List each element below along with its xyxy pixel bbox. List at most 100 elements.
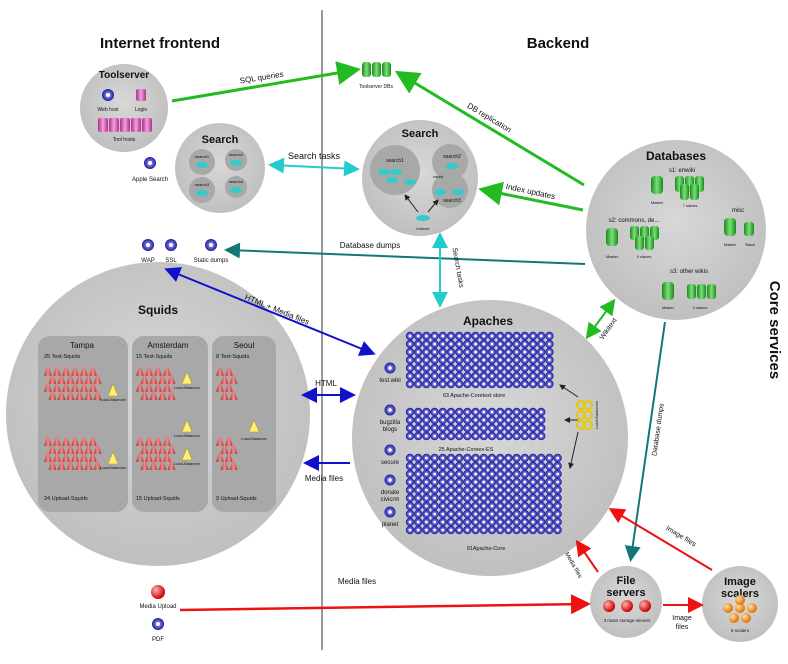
web-host-icon	[102, 89, 114, 101]
amsterdam-lb-icons	[181, 371, 193, 461]
arrow-html-media	[164, 267, 376, 356]
service-4-label: planet	[382, 522, 399, 528]
back-search3-label: search3	[443, 198, 461, 204]
toolserver-dbs-label: Toolserver DBs	[359, 84, 393, 90]
static-dumps-label: Static dumps	[194, 258, 229, 264]
db-s3-label: s3: other wikis	[670, 269, 708, 275]
tampa-lb-icons	[107, 383, 119, 465]
image-scalers-title-line2: scalers	[721, 588, 759, 600]
apaches-group: Apaches 63 Apache-Coretext store 25 Apac…	[352, 300, 628, 576]
amsterdam-text-squids: 15 Text-Squids	[136, 354, 173, 360]
heading-core-services: Core services	[766, 281, 783, 379]
service-1-icon	[384, 404, 396, 416]
label-database-dumps: Database dumps	[340, 241, 400, 250]
front-search3-label: search3	[195, 182, 210, 187]
arrow-database-dumps-down	[624, 321, 666, 562]
arrow-wikitext	[585, 298, 616, 340]
db-s2-master-label: Master	[606, 254, 619, 259]
service-4-icon	[384, 506, 396, 518]
db-s1-slaves-label: 7 slaves	[683, 203, 698, 208]
apache-core-discs	[405, 453, 562, 535]
frontend-search-title: Search	[202, 134, 239, 146]
service-0-label: test.wiki	[379, 378, 400, 384]
label-search-tasks: Search tasks	[288, 151, 341, 161]
toolserver-title: Toolserver	[99, 70, 149, 81]
arrow-media-upload	[179, 594, 591, 615]
db-s3-master-label: Master	[662, 305, 675, 310]
heading-backend: Backend	[527, 35, 590, 52]
tool-hosts-icon	[98, 118, 152, 132]
db-s1-label: s1: enwiki	[669, 168, 695, 174]
apache-es-discs	[405, 407, 546, 441]
apple-search-label: Apple Search	[132, 177, 168, 183]
db-s2-label: s2: commons, de...	[609, 218, 660, 224]
scaler-3-icon	[729, 613, 739, 623]
apache-coretext-discs	[405, 331, 554, 389]
db-s2-slaves-label: 5 slaves	[637, 254, 652, 259]
arrow-db-replication	[394, 70, 585, 187]
tampa-upload-squids: 24 Upload-Squids	[44, 496, 88, 502]
apaches-title: Apaches	[463, 314, 513, 328]
databases-title: Databases	[646, 149, 706, 163]
label-media-upload: Media files	[338, 577, 376, 586]
seoul-name: Seoul	[234, 341, 255, 350]
amsterdam-lb-2: Load-Balancer	[174, 433, 201, 438]
seoul-text-squids: 8 Text-Squids	[216, 354, 249, 360]
front-search1-label: search1	[195, 154, 210, 159]
arrow-sql-queries	[171, 61, 361, 103]
db-s3-slaves-label: 3 slaves	[693, 305, 708, 310]
scalers-sub: 6 scalers	[731, 628, 750, 633]
scaler-5-icon	[735, 595, 745, 605]
indexer-label: Indexer	[416, 226, 430, 231]
label-image-files-fs-line2: files	[676, 624, 689, 631]
media-upload-label: Media Upload	[139, 604, 176, 610]
backend-search-title: Search	[402, 128, 439, 140]
tool-hosts-label: Tool hosts	[113, 137, 136, 143]
seoul-upload-squids: 9 Upload-Squids	[216, 496, 257, 502]
apache-es-label: 25 Apache-Coreex-ES	[439, 447, 494, 453]
ssl-icon	[165, 239, 177, 251]
squid-site-seoul	[212, 336, 276, 512]
db-misc-slave-label: Slave	[745, 242, 756, 247]
image-scalers-group: Image scalers 6 scalers	[702, 566, 778, 642]
scaler-1-icon	[735, 603, 745, 613]
frontend-search-group: Search search1 search2 search3 search4	[175, 123, 265, 213]
arrow-database-dumps	[224, 242, 586, 265]
label-media-files-fs: Media files	[563, 552, 583, 580]
login-server-icon	[136, 89, 146, 101]
pdf-icon	[152, 618, 164, 630]
front-search2-label: search2	[229, 152, 244, 157]
seoul-lb-icon	[248, 419, 260, 433]
service-2-label: secure	[381, 460, 400, 466]
apache-core-label: 91Apache-Core	[467, 546, 506, 552]
tampa-upload-cones	[44, 434, 102, 470]
load-balancer-rings	[576, 400, 593, 430]
seoul-upload-cones	[216, 434, 238, 470]
label-search-tasks-vertical: Search tasks	[451, 247, 465, 289]
back-search1-label: search1	[386, 158, 404, 164]
squid-site-tampa	[38, 336, 128, 512]
toolserver-dbs-icon	[362, 62, 391, 77]
toolserver-group: Toolserver Web host Login Tool hosts	[80, 64, 168, 152]
tampa-lb-top: Load-Balancer	[100, 397, 127, 402]
scaler-0-icon	[723, 603, 733, 613]
scaler-2-icon	[747, 603, 757, 613]
db-s1-master-label: Master	[651, 200, 664, 205]
load-balancers-label: Load-Balancers	[594, 401, 599, 429]
seoul-lb: Load-Balancer	[241, 436, 268, 441]
tampa-name: Tampa	[70, 341, 95, 350]
squids-title: Squids	[138, 303, 178, 317]
amsterdam-text-cones	[136, 364, 176, 400]
scaler-4-icon	[741, 613, 751, 623]
apple-search-icon	[144, 157, 156, 169]
label-media-files: Media files	[305, 474, 343, 483]
amsterdam-upload-cones	[136, 434, 176, 470]
db-misc-label: misc	[732, 208, 744, 214]
file-servers-group: File servers 3 mass storage servers	[590, 566, 662, 638]
arrow-image-files-scalers	[608, 507, 713, 571]
wap-label: WAP	[141, 258, 154, 264]
databases-group: Databases s1: enwiki Master 7 slaves s2:…	[586, 140, 766, 320]
tampa-lb-bottom: Load-Balancer	[100, 465, 127, 470]
